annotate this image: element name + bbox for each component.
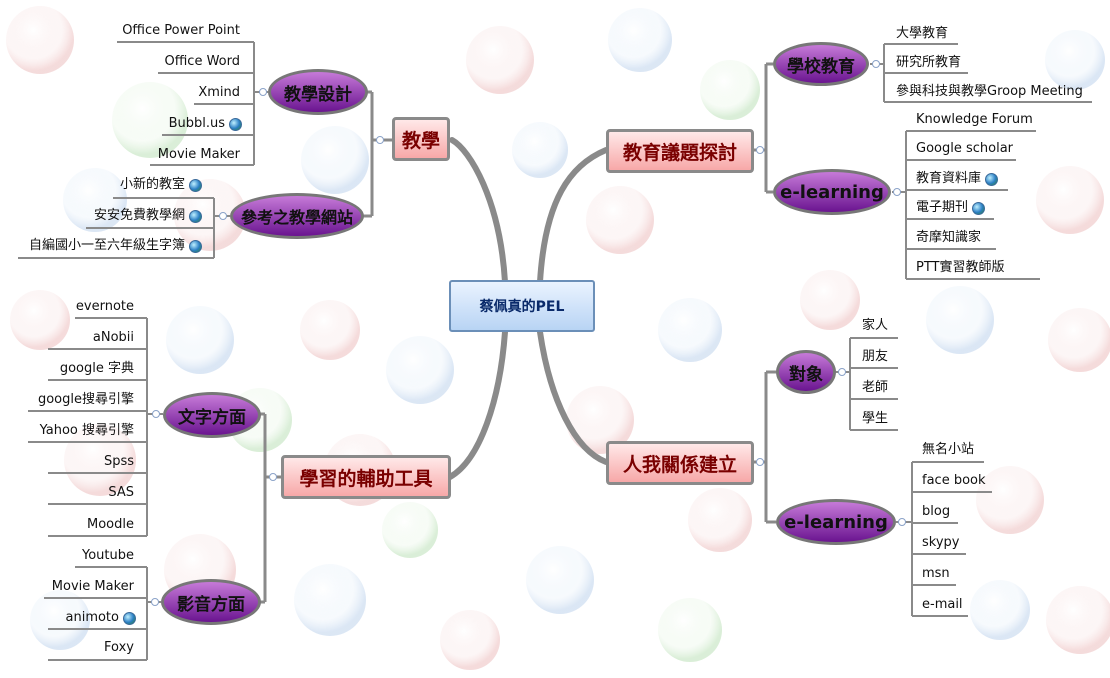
collapse-toggle-teaching[interactable] xyxy=(376,136,384,144)
subtopic-teaching-sites[interactable]: 參考之教學網站 xyxy=(230,193,364,239)
root-topic[interactable]: 蔡佩真的PEL xyxy=(449,280,595,332)
subtopic-relations-elearning[interactable]: e-learning xyxy=(776,499,896,545)
collapse-toggle-relations[interactable] xyxy=(756,458,764,466)
leaf-rel-elearning-item[interactable]: blog xyxy=(922,504,951,519)
leaf-text-item[interactable]: google搜尋引擎 xyxy=(37,392,134,407)
leaf-edu-elearning-item[interactable]: 教育資料庫 xyxy=(916,171,999,187)
design-leaf-lines xyxy=(117,41,268,166)
collapse-toggle-targets[interactable] xyxy=(838,368,846,376)
leaf-media-item[interactable]: Youtube xyxy=(82,548,134,563)
leaf-rel-elearning-item[interactable]: face book xyxy=(922,473,986,488)
edu-elearning-leaf-lines xyxy=(892,130,1040,280)
subtopic-tools-media[interactable]: 影音方面 xyxy=(161,579,261,625)
globe-icon[interactable] xyxy=(189,209,202,223)
leaf-text-item[interactable]: aNobii xyxy=(92,330,134,345)
collapse-toggle-rel-elearning[interactable] xyxy=(898,518,906,526)
leaf-text-item[interactable]: SAS xyxy=(108,485,134,500)
leaf-edu-elearning-item[interactable]: 電子期刊 xyxy=(916,200,986,216)
subtopic-education-elearning[interactable]: e-learning xyxy=(773,169,891,215)
leaf-text-item[interactable]: evernote xyxy=(75,299,134,314)
subtopic-relations-targets[interactable]: 對象 xyxy=(776,350,836,394)
collapse-toggle-education[interactable] xyxy=(756,146,764,154)
main-topic-relations[interactable]: 人我關係建立 xyxy=(606,441,754,485)
leaf-media-item[interactable]: Foxy xyxy=(104,640,134,655)
leaf-design-item[interactable]: Office Word xyxy=(164,54,241,69)
main-branch-connectors xyxy=(447,137,609,480)
subtopic-tools-text[interactable]: 文字方面 xyxy=(163,392,261,438)
text-leaf-lines xyxy=(28,317,163,537)
leaf-targets-item[interactable]: 家人 xyxy=(862,318,889,333)
leaf-text-item[interactable]: Spss xyxy=(103,454,134,469)
leaf-text-item[interactable]: Moodle xyxy=(87,517,134,532)
leaf-sites-item[interactable]: 小新的教室 xyxy=(60,177,202,193)
main-topic-education[interactable]: 教育議題探討 xyxy=(606,129,754,173)
leaf-school-item[interactable]: 參與科技與教學Groop Meeting xyxy=(896,84,1083,99)
globe-icon[interactable] xyxy=(972,201,986,215)
globe-icon[interactable] xyxy=(189,178,202,192)
collapse-toggle-media[interactable] xyxy=(151,598,159,606)
leaf-targets-item[interactable]: 學生 xyxy=(862,411,889,426)
collapse-toggle-design[interactable] xyxy=(259,88,267,96)
subtopic-education-school[interactable]: 學校教育 xyxy=(773,42,869,86)
leaf-text-item[interactable]: Yahoo 搜尋引擎 xyxy=(39,423,134,438)
globe-icon[interactable] xyxy=(189,239,202,253)
collapse-toggle-edu-elearning[interactable] xyxy=(893,188,901,196)
collapse-toggle-text[interactable] xyxy=(152,410,160,418)
collapse-toggle-sites[interactable] xyxy=(219,212,227,220)
leaf-edu-elearning-item[interactable]: Google scholar xyxy=(916,141,1014,156)
globe-icon[interactable] xyxy=(985,172,999,186)
leaf-sites-item[interactable]: 安安免費教學網 xyxy=(40,208,202,224)
leaf-design-item[interactable]: Office Power Point xyxy=(122,23,240,38)
leaf-school-item[interactable]: 研究所教育 xyxy=(896,55,962,70)
leaf-edu-elearning-item[interactable]: 奇摩知識家 xyxy=(916,230,982,245)
sites-leaf-lines xyxy=(18,197,230,259)
leaf-school-item[interactable]: 大學教育 xyxy=(896,26,949,41)
rel-elearning-leaf-lines xyxy=(896,461,992,617)
collapse-toggle-school[interactable] xyxy=(872,60,880,68)
leaf-rel-elearning-item[interactable]: 無名小站 xyxy=(922,442,975,457)
leaf-targets-item[interactable]: 老師 xyxy=(862,380,889,395)
media-leaf-lines xyxy=(44,566,161,661)
leaf-targets-item[interactable]: 朋友 xyxy=(862,349,889,364)
subtopic-teaching-design[interactable]: 教學設計 xyxy=(268,69,368,115)
leaf-rel-elearning-item[interactable]: skypy xyxy=(922,535,960,550)
bubble-background xyxy=(6,6,1110,670)
leaf-sites-item[interactable]: 自編國小一至六年級生字簿 xyxy=(10,238,202,254)
main-topic-tools[interactable]: 學習的輔助工具 xyxy=(281,455,451,499)
leaf-media-item[interactable]: Movie Maker xyxy=(51,579,134,594)
relations-connectors xyxy=(754,370,776,524)
leaf-edu-elearning-item[interactable]: PTT實習教師版 xyxy=(916,260,1005,275)
leaf-text-item[interactable]: google 字典 xyxy=(59,361,134,376)
leaf-design-item[interactable]: Bubbl.us xyxy=(100,116,242,132)
main-topic-teaching[interactable]: 教學 xyxy=(392,117,450,161)
collapse-toggle-tools[interactable] xyxy=(269,473,277,481)
leaf-rel-elearning-item[interactable]: e-mail xyxy=(922,597,963,612)
leaf-edu-elearning-item[interactable]: Knowledge Forum xyxy=(916,112,1033,127)
leaf-design-item[interactable]: Movie Maker xyxy=(157,147,240,162)
leaf-design-item[interactable]: Xmind xyxy=(198,85,240,100)
leaf-rel-elearning-item[interactable]: msn xyxy=(922,566,950,581)
globe-icon[interactable] xyxy=(229,117,242,131)
leaf-media-item[interactable]: animoto xyxy=(30,610,136,626)
globe-icon[interactable] xyxy=(123,611,136,625)
